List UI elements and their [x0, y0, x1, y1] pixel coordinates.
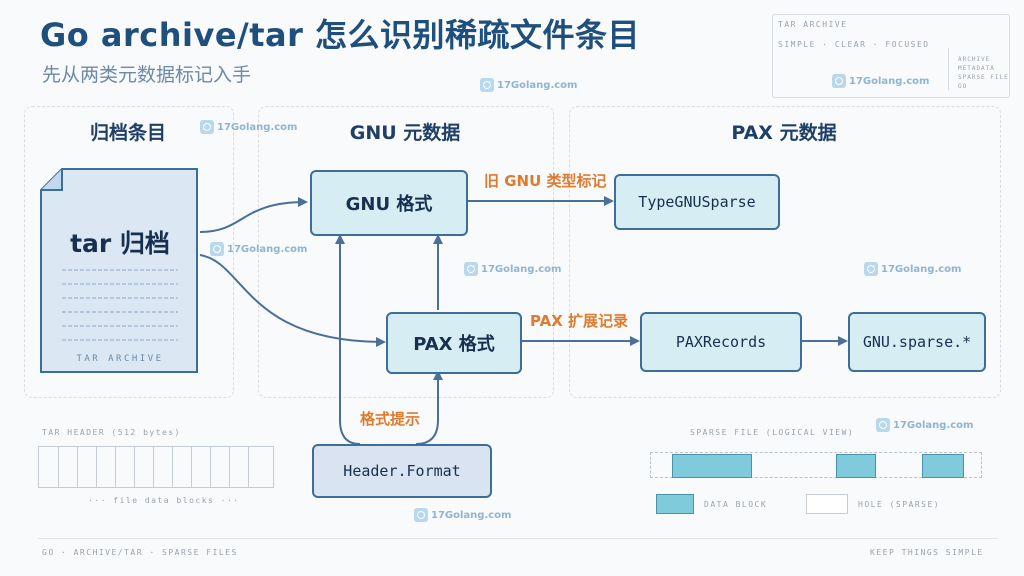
- sparse-data-block: [922, 454, 964, 478]
- label-pax-ext: PAX 扩展记录: [530, 312, 629, 330]
- edge-header-pax: [415, 370, 443, 445]
- logo-icon: [200, 120, 214, 134]
- edge-doc-pax: [199, 254, 386, 347]
- sparse-data-block: [672, 454, 752, 478]
- panel-pax-title: PAX 元数据: [731, 122, 837, 144]
- footer-divider: [38, 538, 998, 539]
- logo-icon: [832, 74, 846, 88]
- meta-divider: [948, 48, 949, 90]
- footer-left: GO · ARCHIVE/TAR · SPARSE FILES: [42, 548, 238, 557]
- watermark: 17Golang.com: [414, 508, 511, 522]
- label-old-gnu: 旧 GNU 类型标记: [484, 172, 607, 190]
- watermark: 17Golang.com: [864, 262, 961, 276]
- meta-line-2: SIMPLE · CLEAR · FOCUSED: [778, 40, 930, 49]
- meta-side-2: METADATA: [958, 65, 995, 72]
- logo-icon: [414, 508, 428, 522]
- logo-icon: [210, 242, 224, 256]
- watermark: 17Golang.com: [876, 418, 973, 432]
- page-subtitle: 先从两类元数据标记入手: [42, 64, 252, 86]
- legend-data-label: DATA BLOCK: [704, 500, 768, 509]
- sparse-data-block: [836, 454, 876, 478]
- node-pax-records: PAXRecords: [640, 312, 802, 372]
- watermark: 17Golang.com: [464, 262, 561, 276]
- legend-data-swatch: [656, 494, 694, 514]
- label-format-hint: 格式提示: [360, 410, 421, 428]
- page-title: Go archive/tar 怎么识别稀疏文件条目: [40, 16, 641, 54]
- node-type-gnu-sparse: TypeGNUSparse: [614, 174, 780, 230]
- sparse-view-label: SPARSE FILE (LOGICAL VIEW): [690, 428, 855, 437]
- edge-doc-gnu: [199, 197, 308, 233]
- doc-caption: TAR ARCHIVE: [76, 354, 164, 364]
- watermark: 17Golang.com: [210, 242, 307, 256]
- node-header-format: Header.Format: [312, 444, 492, 498]
- tar-header-strip: [38, 446, 274, 488]
- watermark: 17Golang.com: [200, 120, 297, 134]
- legend-hole-label: HOLE (SPARSE): [858, 500, 941, 509]
- meta-side-4: GO: [958, 83, 968, 90]
- meta-side-3: SPARSE FILE: [958, 74, 1009, 81]
- logo-icon: [464, 262, 478, 276]
- logo-icon: [864, 262, 878, 276]
- panel-pax: [569, 106, 1001, 398]
- panel-archive: [24, 106, 234, 398]
- node-pax-format: PAX 格式: [386, 312, 522, 374]
- watermark: 17Golang.com: [480, 78, 577, 92]
- logo-icon: [480, 78, 494, 92]
- panel-archive-title: 归档条目: [89, 122, 166, 144]
- footer-right: KEEP THINGS SIMPLE: [870, 548, 984, 557]
- legend-hole-swatch: [806, 494, 848, 514]
- meta-side-1: ARCHIVE: [958, 56, 991, 63]
- doc-title: tar 归档: [70, 229, 170, 258]
- tar-header-label: TAR HEADER (512 bytes): [42, 428, 181, 437]
- node-gnu-sparse: GNU.sparse.*: [848, 312, 986, 372]
- edge-header-gnu: [335, 234, 361, 445]
- panel-gnu: [258, 106, 554, 398]
- watermark: 17Golang.com: [832, 74, 929, 88]
- node-gnu-format: GNU 格式: [310, 170, 468, 236]
- sparse-view-bar: [650, 452, 982, 478]
- meta-line-1: TAR ARCHIVE: [778, 20, 848, 29]
- tar-blocks-label: ··· file data blocks ···: [88, 496, 240, 505]
- logo-icon: [876, 418, 890, 432]
- meta-box: [772, 14, 1010, 98]
- document-icon: [40, 168, 198, 373]
- panel-gnu-title: GNU 元数据: [349, 122, 461, 144]
